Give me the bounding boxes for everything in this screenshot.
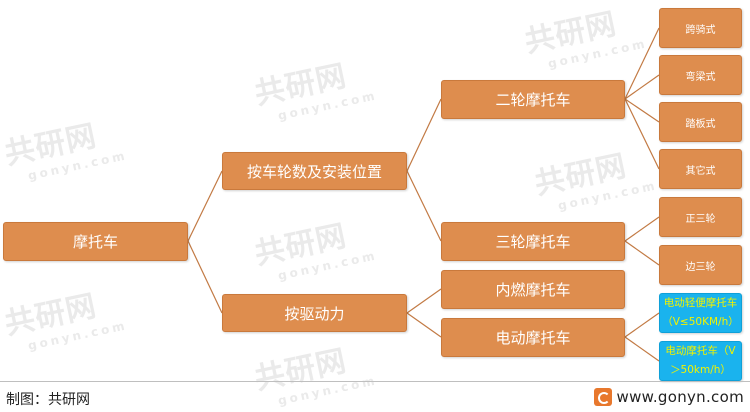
node-combustion: 内燃摩托车 bbox=[441, 270, 625, 309]
node-other-type: 其它式 bbox=[659, 149, 742, 189]
connector-santun-bian bbox=[624, 240, 660, 266]
connector-santun-zheng bbox=[624, 216, 660, 242]
node-electric-light: 电动轻便摩托车（V≤50KM/h） bbox=[659, 293, 742, 333]
node-by-wheels: 按车轮数及安装位置 bbox=[222, 152, 407, 190]
site-url[interactable]: www.gonyn.com bbox=[616, 388, 744, 406]
connector-l1a-santun bbox=[406, 170, 442, 242]
node-front-tricycle: 正三轮 bbox=[659, 197, 742, 237]
connector-diandong-heavy bbox=[624, 336, 660, 362]
connector-ertun-wanliang bbox=[624, 74, 660, 100]
connector-ertun-qita bbox=[624, 98, 660, 170]
gonyn-logo-icon bbox=[593, 388, 612, 406]
connector-l1b-neiran bbox=[406, 288, 442, 314]
connector-root-l1a bbox=[187, 170, 223, 242]
node-scooter: 踏板式 bbox=[659, 102, 742, 142]
connector-ertun-kuaqi bbox=[624, 27, 660, 100]
node-underbone: 弯梁式 bbox=[659, 55, 742, 95]
node-by-power: 按驱动力 bbox=[222, 294, 407, 332]
node-electric-heavy: 电动摩托车（V＞50km/h） bbox=[659, 341, 742, 381]
node-electric: 电动摩托车 bbox=[441, 318, 625, 357]
node-sidecar: 边三轮 bbox=[659, 245, 742, 285]
site-brand: www.gonyn.com bbox=[593, 388, 745, 406]
connector-root-l1b bbox=[187, 240, 223, 314]
connector-l1a-ertun bbox=[406, 98, 442, 172]
connector-l1b-diandong bbox=[406, 312, 442, 338]
node-root: 摩托车 bbox=[3, 222, 188, 261]
node-straddle: 跨骑式 bbox=[659, 8, 742, 48]
chart-credit: 制图：共研网 bbox=[6, 392, 90, 408]
connector-ertun-taban bbox=[624, 98, 660, 123]
footer-divider bbox=[0, 381, 750, 382]
node-three-wheel: 三轮摩托车 bbox=[441, 222, 625, 261]
node-two-wheel: 二轮摩托车 bbox=[441, 80, 625, 119]
connector-diandong-light bbox=[624, 312, 660, 338]
